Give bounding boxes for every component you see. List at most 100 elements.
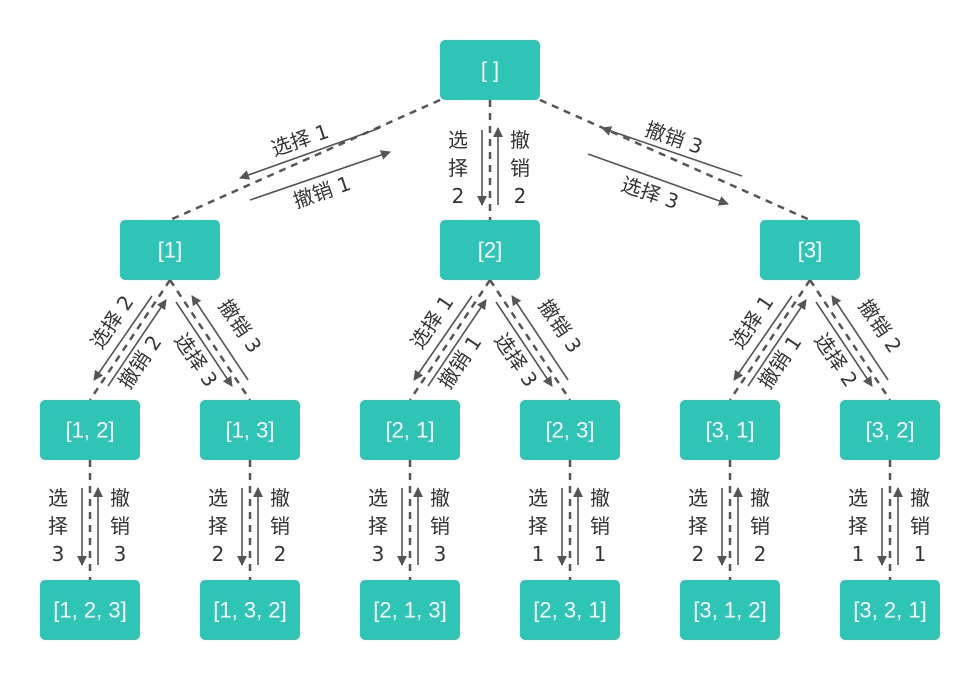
arrow-choose xyxy=(495,301,553,387)
node-box xyxy=(200,400,300,460)
label-choose-c3: 1 xyxy=(532,542,545,566)
edge-n1-n12 xyxy=(88,279,172,401)
node-label: [3, 1, 2] xyxy=(693,598,766,623)
label-undo-c3: 2 xyxy=(274,542,287,566)
arrows-n3-n31: 选择 1 撤销 1 xyxy=(726,291,807,393)
label-undo-c3: 2 xyxy=(754,542,767,566)
arrows-n3-n32: 选择 2 撤销 2 xyxy=(810,295,907,391)
node-3-2-1: [3, 2, 1] xyxy=(840,580,940,640)
label-undo: 撤销 3 xyxy=(214,295,267,357)
node-label: [1, 3] xyxy=(226,418,275,443)
arrow-undo-1 xyxy=(249,150,391,201)
node-3-1: [3, 1] xyxy=(680,400,780,460)
node-2: [2] xyxy=(440,220,540,280)
arrow-undo xyxy=(107,299,167,387)
arrows-n13-n132: 选 择 2 撤 销 2 xyxy=(208,486,290,566)
node-box xyxy=(440,40,540,100)
label-undo-c1: 撤 xyxy=(750,486,770,510)
label-undo-c2: 销 xyxy=(910,514,930,538)
label-undo-c2: 销 xyxy=(110,514,130,538)
node-label: [2] xyxy=(478,238,502,263)
node-label: [1, 3, 2] xyxy=(213,598,286,623)
arrow-choose xyxy=(413,295,473,381)
label-undo-c2: 销 xyxy=(750,514,770,538)
arrow-undo xyxy=(191,295,249,381)
label-choose-c3: 1 xyxy=(852,542,865,566)
label-choose-2-c2: 择 xyxy=(448,156,468,180)
label-undo: 撤销 2 xyxy=(854,295,907,357)
arrows-n31-n312: 选 择 2 撤 销 2 xyxy=(688,486,770,566)
node-1: [1] xyxy=(120,220,220,280)
label-choose-c2: 择 xyxy=(48,514,68,538)
node-2-1: [2, 1] xyxy=(360,400,460,460)
label-undo-c2: 销 xyxy=(430,514,450,538)
label-choose-c1: 选 xyxy=(208,486,228,510)
node-3: [3] xyxy=(760,220,860,280)
edge-root-n3 xyxy=(539,98,811,222)
label-undo-c2: 销 xyxy=(270,514,290,538)
arrows-n12-n123: 选 择 3 撤 销 3 xyxy=(48,486,130,566)
node-box xyxy=(760,220,860,280)
edge-n3-n31 xyxy=(728,279,812,401)
node-box xyxy=(360,400,460,460)
node-1-2-3: [1, 2, 3] xyxy=(40,580,140,640)
node-label: [2, 3, 1] xyxy=(533,598,606,623)
label-undo-c3: 1 xyxy=(594,542,607,566)
label-choose-c3: 2 xyxy=(212,542,225,566)
arrow-choose-3 xyxy=(587,153,729,206)
node-box xyxy=(680,400,780,460)
arrow-undo xyxy=(427,299,487,387)
label-choose: 选择 1 xyxy=(406,291,459,353)
node-3-1-2: [3, 1, 2] xyxy=(680,580,780,640)
label-choose-c1: 选 xyxy=(528,486,548,510)
node-label: [3, 2] xyxy=(866,418,915,443)
node-label: [1, 2] xyxy=(66,418,115,443)
arrows-n2-n23: 选择 3 撤销 3 xyxy=(490,295,587,391)
label-undo-2-c3: 2 xyxy=(514,184,527,208)
node-label: [2, 1] xyxy=(386,418,435,443)
label-choose: 选择 2 xyxy=(86,291,139,353)
node-box xyxy=(40,400,140,460)
node-label: [3, 2, 1] xyxy=(853,598,926,623)
label-choose-c1: 选 xyxy=(688,486,708,510)
node-label: [2, 3] xyxy=(546,418,595,443)
label-undo-c1: 撤 xyxy=(270,486,290,510)
arrow-choose xyxy=(815,301,873,387)
label-choose-2-c1: 选 xyxy=(448,128,468,152)
node-box xyxy=(840,580,940,640)
node-label: [ ] xyxy=(481,58,499,83)
node-box xyxy=(840,400,940,460)
arrows-n1-n12: 选择 2 撤销 2 xyxy=(86,291,167,393)
arrows-root-n2: 选 择 2 撤 销 2 xyxy=(448,127,530,208)
label-choose-c3: 3 xyxy=(52,542,65,566)
label-choose-c1: 选 xyxy=(848,486,868,510)
label-undo-2-c1: 撤 xyxy=(510,128,530,152)
arrow-undo xyxy=(831,295,889,381)
label-undo-c3: 1 xyxy=(914,542,927,566)
node-1-3-2: [1, 3, 2] xyxy=(200,580,300,640)
arrows-n21-n213: 选 择 3 撤 销 3 xyxy=(368,486,450,566)
label-undo-c1: 撤 xyxy=(590,486,610,510)
arrows-n23-n231: 选 择 1 撤 销 1 xyxy=(528,486,610,566)
node-1-2: [1, 2] xyxy=(40,400,140,460)
arrow-undo-3 xyxy=(601,126,743,177)
arrows-n32-n321: 选 择 1 撤 销 1 xyxy=(848,486,930,566)
tree-edges xyxy=(88,98,892,580)
node-box xyxy=(680,580,780,640)
node-box xyxy=(520,580,620,640)
node-root: [ ] xyxy=(440,40,540,100)
label-choose-c2: 择 xyxy=(368,514,388,538)
label-choose-c3: 3 xyxy=(372,542,385,566)
label-undo-2-c2: 销 xyxy=(510,156,530,180)
arrows-root-n1: 选择 1 撤销 1 xyxy=(239,119,391,213)
arrows-n1-n13: 选择 3 撤销 3 xyxy=(170,295,267,391)
node-2-3-1: [2, 3, 1] xyxy=(520,580,620,640)
label-choose-c3: 2 xyxy=(692,542,705,566)
node-label: [2, 1, 3] xyxy=(373,598,446,623)
node-2-3: [2, 3] xyxy=(520,400,620,460)
edge-n1-n13 xyxy=(168,279,252,401)
node-label: [3, 1] xyxy=(706,418,755,443)
label-choose-c2: 择 xyxy=(688,514,708,538)
